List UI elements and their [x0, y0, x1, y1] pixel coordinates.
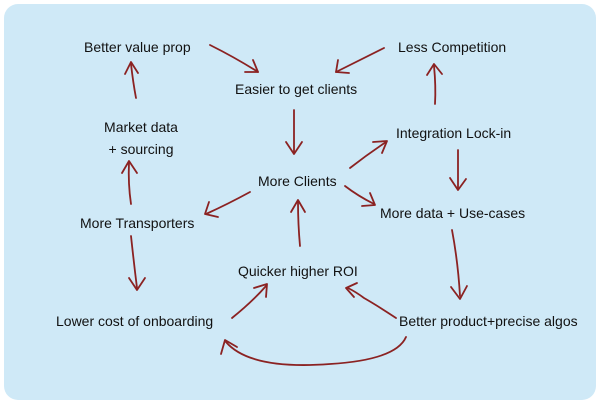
arrow-more-transporters-to-market-data	[121, 160, 138, 205]
arrow-easier-clients-to-more-clients	[285, 109, 303, 155]
node-quicker-higher-roi: Quicker higher ROI	[238, 263, 358, 279]
node-better-product-precise-algos: Better product+precise algos	[399, 313, 578, 329]
arrow-better-product-to-quicker-roi	[345, 282, 397, 319]
arrow-more-clients-to-integration-lock-in	[349, 140, 388, 169]
arrow-quicker-roi-to-more-clients	[290, 199, 306, 247]
node-market-data-sourcing-line2: + sourcing	[108, 141, 174, 157]
arrow-integration-lock-in-to-more-data	[449, 149, 467, 191]
arrow-more-clients-to-more-transporters	[204, 191, 251, 218]
arrow-integration-lock-in-to-less-competition	[426, 63, 443, 105]
node-better-value-prop: Better value prop	[84, 39, 191, 55]
arrow-lower-cost-to-quicker-roi	[231, 283, 268, 319]
node-lower-cost-of-onboarding: Lower cost of onboarding	[56, 313, 214, 329]
node-integration-lock-in: Integration Lock-in	[396, 125, 512, 141]
arrow-value-prop-to-easier-clients	[209, 44, 259, 73]
arrow-better-product-to-lower-cost	[220, 336, 407, 366]
node-more-data-use-cases: More data + Use-cases	[380, 205, 526, 221]
node-less-competition: Less Competition	[398, 39, 507, 55]
node-market-data-sourcing: Market data + sourcing	[96, 118, 186, 158]
arrow-market-data-to-value-prop	[124, 61, 139, 99]
arrow-more-data-to-better-product	[450, 229, 468, 300]
node-market-data-sourcing-line1: Market data	[104, 119, 178, 135]
node-easier-to-get-clients: Easier to get clients	[235, 81, 358, 97]
node-more-clients: More Clients	[258, 173, 337, 189]
arrow-more-clients-to-more-data	[344, 185, 376, 207]
arrow-less-competition-to-easier-clients	[335, 47, 385, 74]
node-more-transporters: More Transporters	[80, 215, 195, 231]
arrow-more-transporters-to-lower-cost	[128, 235, 146, 291]
